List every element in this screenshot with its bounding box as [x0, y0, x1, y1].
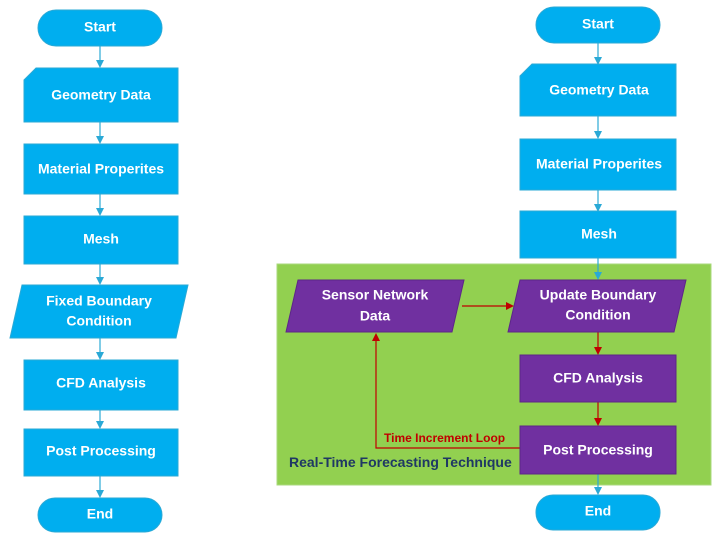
left-geometry-label: Geometry Data [51, 87, 151, 103]
time-increment-loop-arrow [372, 333, 520, 449]
left-flowchart: Start Geometry Data Material Properites … [9, 9, 189, 533]
left-post-node [23, 428, 179, 477]
realtime-panel-title: Real-Time Forecasting Technique [289, 454, 512, 470]
right-flowchart: Real-Time Forecasting Technique Time Inc… [276, 6, 712, 531]
right-geometry-label: Geometry Data [549, 82, 649, 98]
time-increment-loop-label: Time Increment Loop [384, 431, 505, 445]
right-end-node [535, 494, 661, 531]
left-cfd-node [23, 359, 179, 411]
update-boundary-node [507, 279, 687, 333]
left-mesh-node [23, 215, 179, 265]
left-start-node [37, 9, 163, 47]
right-mesh-node [519, 210, 677, 259]
right-material-node [519, 138, 677, 191]
update-boundary-label-line1: Update Boundary [540, 287, 657, 303]
right-material-label: Material Properites [536, 156, 662, 172]
left-end-label: End [87, 506, 113, 522]
left-start-label: Start [84, 19, 116, 35]
left-boundary-node [9, 284, 189, 339]
right-cfd-label: CFD Analysis [553, 370, 643, 386]
left-mesh-label: Mesh [83, 231, 119, 247]
left-boundary-label-line2: Condition [66, 313, 131, 329]
right-mesh-label: Mesh [581, 226, 617, 242]
left-boundary-label-line1: Fixed Boundary [46, 293, 152, 309]
right-cfd-node [519, 354, 677, 403]
right-post-node [519, 425, 677, 475]
sensor-network-label-line1: Sensor Network [322, 287, 429, 303]
right-start-label: Start [582, 16, 614, 32]
left-material-node [23, 143, 179, 195]
left-post-label: Post Processing [46, 443, 156, 459]
right-geometry-node [519, 63, 677, 117]
right-end-label: End [585, 503, 611, 519]
left-geometry-node [23, 67, 179, 123]
left-material-label: Material Properites [38, 161, 164, 177]
left-end-node [37, 497, 163, 533]
left-cfd-label: CFD Analysis [56, 375, 146, 391]
right-post-label: Post Processing [543, 442, 653, 458]
right-start-node [535, 6, 661, 44]
sensor-network-label-line2: Data [360, 308, 391, 324]
update-boundary-label-line2: Condition [565, 307, 630, 323]
sensor-network-node [285, 279, 465, 333]
